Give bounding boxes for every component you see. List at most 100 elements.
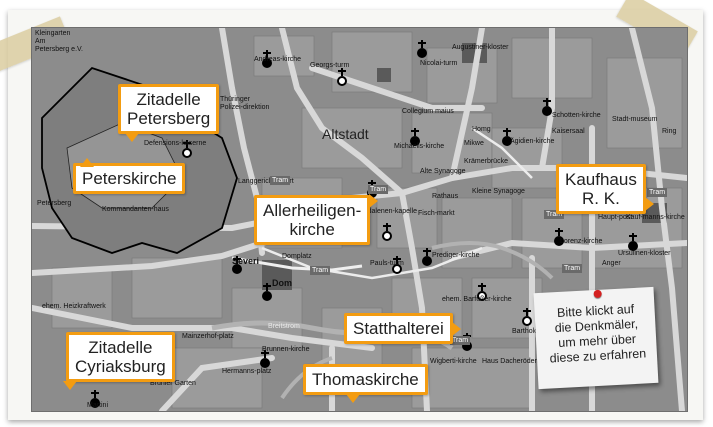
map-label-homg: Homg — [472, 126, 491, 133]
map-label-ursulinenkloster: Ursulinen-kloster — [618, 250, 671, 257]
map-label-defensionskaserne: Defensions-kaserne — [144, 140, 207, 147]
church-icon[interactable] — [422, 248, 433, 268]
map-label-domplatz: Domplatz — [282, 253, 312, 260]
map-label-andreaskirche: Andreas-kirche — [254, 56, 302, 63]
tram-stop-label: Tram — [647, 188, 668, 197]
map-label-severi: Severi — [232, 256, 260, 266]
callout-label: kirche — [289, 220, 335, 239]
church-icon[interactable] — [410, 128, 421, 148]
map-label-kleingarten: Kleingarten — [35, 30, 71, 37]
map-label-polizeidirektion: Polizei-direktion — [220, 104, 270, 111]
church-icon[interactable] — [554, 228, 565, 248]
tram-stop-label: Tram — [544, 210, 565, 219]
instruction-note: Bitte klickt auf die Denkmäler, um mehr … — [533, 286, 659, 390]
tram-stop-label: Tram — [310, 266, 331, 275]
callout-allerheiligenkirche[interactable]: Allerheiligen- kirche — [254, 194, 379, 245]
map-label-kaisersaal: Kaisersaal — [552, 128, 585, 135]
callout-label: Statthalterei — [353, 319, 444, 338]
callout-zitadelle-petersberg[interactable]: Zitadelle Petersberg — [118, 84, 220, 142]
church-icon[interactable] — [232, 256, 243, 276]
map-label-lorenzkirche: Lorenz-kirche — [560, 238, 603, 245]
callout-label: Petersberg — [127, 109, 211, 128]
map-label-predigerkirche: Prediger-kirche — [432, 252, 480, 259]
callout-zitadelle-cyriaksburg[interactable]: Zitadelle Cyriaksburg — [63, 332, 175, 390]
map-label-barfuesserkirche: ehem. Barfüßer-kirche — [442, 296, 512, 303]
map-label-langgericht: Langgericht Erfurt — [238, 178, 294, 185]
church-icon[interactable] — [502, 128, 513, 148]
callout-kaufhaus[interactable]: Kaufhaus R. K. — [556, 164, 654, 214]
church-icon[interactable] — [392, 256, 403, 276]
callout-thomaskirche[interactable]: Thomaskirche — [303, 364, 428, 403]
callout-peterskirche[interactable]: Peterskirche — [73, 158, 186, 194]
map-label-wigbertikirche: Wigberti-kirche — [430, 358, 477, 365]
map-label-bruehler-garten: Brühler Garten — [150, 380, 196, 387]
church-icon[interactable] — [90, 390, 101, 410]
callout-statthalterei[interactable]: Statthalterei — [344, 313, 461, 344]
map-label-hermannsplatz: Hermanns-platz — [222, 368, 272, 375]
church-icon[interactable] — [260, 350, 271, 370]
map-label-brunnenkirche: Brunnen-kirche — [262, 346, 310, 353]
callout-pointer — [125, 133, 139, 142]
map-label-am: Am — [35, 38, 46, 45]
callout-label: Peterskirche — [82, 169, 177, 188]
map-label-mikwe: Mikwe — [464, 140, 484, 147]
map-label-hauptpost: Haupt-post — [598, 214, 633, 221]
map-label-dom: Dom — [272, 278, 292, 288]
map-label-rathaus: Rathaus — [432, 193, 459, 200]
map-label-mainzerhofplatz: Mainzerhof-platz — [182, 333, 234, 340]
callout-label: Allerheiligen- — [263, 201, 362, 220]
map-label-ring: Ring — [662, 128, 677, 135]
tram-stop-label: Tram — [562, 264, 583, 273]
callout-label: Cyriaksburg — [75, 357, 166, 376]
map-label-kaufmannskirche: Kauf-manns-kirche — [626, 214, 685, 221]
map-label-aegidienkirche: Ägidien-kirche — [510, 138, 555, 145]
callout-label: Zitadelle — [136, 90, 201, 109]
map-label-fischmarkt: Fisch-markt — [418, 210, 455, 217]
map-label-kraemerbruecke: Krämerbrücke — [464, 158, 508, 165]
map-label-schottenkirche: Schotten-kirche — [552, 112, 601, 119]
callout-pointer — [369, 194, 379, 208]
church-icon[interactable] — [477, 283, 488, 303]
church-icon[interactable] — [382, 223, 393, 243]
map-label-augustinerkloster: Augustiner-kloster — [452, 44, 509, 51]
map-label-anger: Anger — [602, 260, 621, 267]
map-label-heizkraftwerk: ehem. Heizkraftwerk — [42, 303, 106, 310]
map-label-petersberg-ev: Petersberg e.V. — [35, 46, 83, 53]
church-icon[interactable] — [337, 68, 348, 88]
church-icon[interactable] — [262, 50, 273, 70]
callout-pointer — [346, 394, 360, 403]
tram-stop-label: Tram — [270, 176, 291, 185]
callout-label: R. K. — [582, 189, 620, 208]
callout-label: Thomaskirche — [312, 370, 419, 389]
map-label-nicolaiturm: Nicolai-turm — [420, 60, 458, 67]
map-label-breitstrom: Breitstrom — [268, 323, 300, 330]
map-label-kleine-synagoge: Kleine Synagoge — [472, 188, 525, 195]
church-icon[interactable] — [542, 98, 553, 118]
church-icon[interactable] — [628, 233, 639, 253]
map-label-paulsturm: Pauls-turm — [370, 260, 404, 267]
church-icon[interactable] — [417, 40, 428, 60]
map-label-georgsturm: Georgs-turm — [310, 62, 350, 69]
church-icon[interactable] — [262, 283, 273, 303]
map-label-michaeliskirche: Michaelis-kirche — [394, 143, 445, 150]
tram-stop-label: Tram — [368, 185, 389, 194]
map-label-magdalenenkapelle: Magdalenen-kapelle — [354, 208, 418, 215]
map-label-alte-synagoge: Alte Synagoge — [420, 168, 466, 175]
callout-pointer — [451, 322, 461, 336]
pin-icon — [593, 289, 602, 299]
callout-pointer — [80, 158, 94, 167]
map-label-haus-dacheroeden: Haus Dacheröden — [482, 358, 539, 365]
map-label-collegium-maius: Collegium maius — [402, 108, 454, 115]
map-label-martini: Martini — [87, 402, 109, 409]
map-label-petersberg: Petersberg — [37, 200, 72, 207]
church-icon[interactable] — [522, 308, 533, 328]
callout-label: Kaufhaus — [565, 170, 637, 189]
callout-label: Zitadelle — [88, 338, 153, 357]
callout-pointer — [644, 197, 654, 211]
map-label-thueringer: Thüringer — [220, 96, 250, 103]
map-label-altstadt: Altstadt — [322, 126, 369, 142]
callout-pointer — [63, 381, 77, 390]
church-icon[interactable] — [182, 140, 193, 160]
tram-stop-label: Tram — [450, 336, 471, 345]
map-label-kommandantenhaus: Kommandanten-haus — [102, 206, 169, 213]
